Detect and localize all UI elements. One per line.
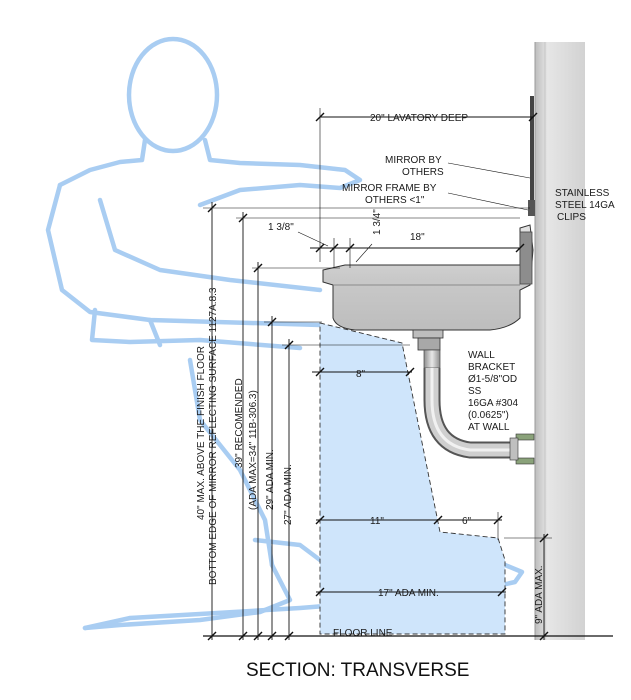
label-ada-max: (ADA MAX=34" 11B-306.3) [248, 390, 259, 510]
svg-text:MIRROR BY: MIRROR BY [385, 155, 442, 166]
dim-toe-ada-min: 17" ADA MIN. [315, 587, 507, 599]
svg-text:9" ADA MAX.: 9" ADA MAX. [534, 565, 545, 624]
svg-text:WALL: WALL [468, 350, 495, 361]
svg-text:AT WALL: AT WALL [468, 422, 510, 433]
height-dimensions: 40" MAX. ABOVE THE FINISH FLOOR BOTTOM E… [196, 202, 530, 641]
callout-mirror: MIRROR BY OTHERS [385, 155, 531, 179]
svg-text:BRACKET: BRACKET [468, 362, 515, 373]
svg-text:17" ADA MIN.: 17" ADA MIN. [378, 588, 439, 599]
label-recommended: 39" RECOMENDED [234, 378, 245, 468]
svg-text:STAINLESS: STAINLESS [555, 188, 610, 199]
label-knee-27: 27" ADA MIN. [283, 464, 294, 525]
svg-text:16GA #304: 16GA #304 [468, 398, 518, 409]
svg-text:CLIPS: CLIPS [557, 212, 586, 223]
callout-bracket: WALL BRACKET Ø1-5/8"OD SS 16GA #304 (0.0… [468, 350, 518, 433]
label-bowl-width: 18" [410, 232, 425, 243]
label-rim-thickness: 1 3/4" [372, 209, 383, 235]
svg-text:SS: SS [468, 386, 482, 397]
dim-toe-height: 9" ADA MAX. [504, 533, 552, 641]
svg-text:MIRROR FRAME BY: MIRROR FRAME BY [342, 183, 437, 194]
svg-text:(0.0625"): (0.0625") [468, 410, 509, 421]
lavatory-sink [322, 224, 534, 331]
drain-p-trap [412, 329, 518, 459]
dim-lavatory-deep: 20" LAVATORY DEEP [315, 108, 538, 262]
callout-clips: STAINLESS STEEL 14GA CLIPS [555, 188, 615, 223]
label-knee-29: 29" ADA MIN. [265, 449, 276, 510]
dim-knee-top: 8" [312, 367, 415, 380]
wall-bracket [509, 433, 535, 465]
mirror-frame [528, 200, 535, 216]
dim-bowl: 1 3/8" 1 3/4" 18" [268, 209, 525, 268]
svg-text:Ø1-5/8"OD: Ø1-5/8"OD [468, 374, 517, 385]
svg-text:OTHERS <1": OTHERS <1" [365, 195, 425, 206]
label-lavatory-deep: 20" LAVATORY DEEP [370, 113, 468, 124]
svg-text:6": 6" [462, 516, 472, 527]
svg-text:OTHERS: OTHERS [402, 167, 444, 178]
callout-mirror-frame: MIRROR FRAME BY OTHERS <1" [342, 183, 529, 211]
floor-line-label: FLOOR LINE [333, 628, 393, 639]
label-mirror-max-ref: BOTTOM EDGE OF MIRROR REFLECTING SURFACE… [208, 287, 219, 585]
svg-text:STEEL 14GA: STEEL 14GA [555, 200, 615, 211]
wall [535, 42, 585, 640]
dim-knee-bottom: 11" 6" [315, 512, 503, 540]
label-mirror-max: 40" MAX. ABOVE THE FINISH FLOOR [196, 346, 207, 520]
svg-text:8": 8" [356, 369, 366, 380]
svg-text:11": 11" [370, 516, 384, 527]
wheelchair-user-figure [45, 36, 525, 631]
mirror [530, 96, 534, 210]
label-rim-offset: 1 3/8" [268, 222, 294, 233]
drawing-title: SECTION: TRANSVERSE [246, 660, 469, 681]
